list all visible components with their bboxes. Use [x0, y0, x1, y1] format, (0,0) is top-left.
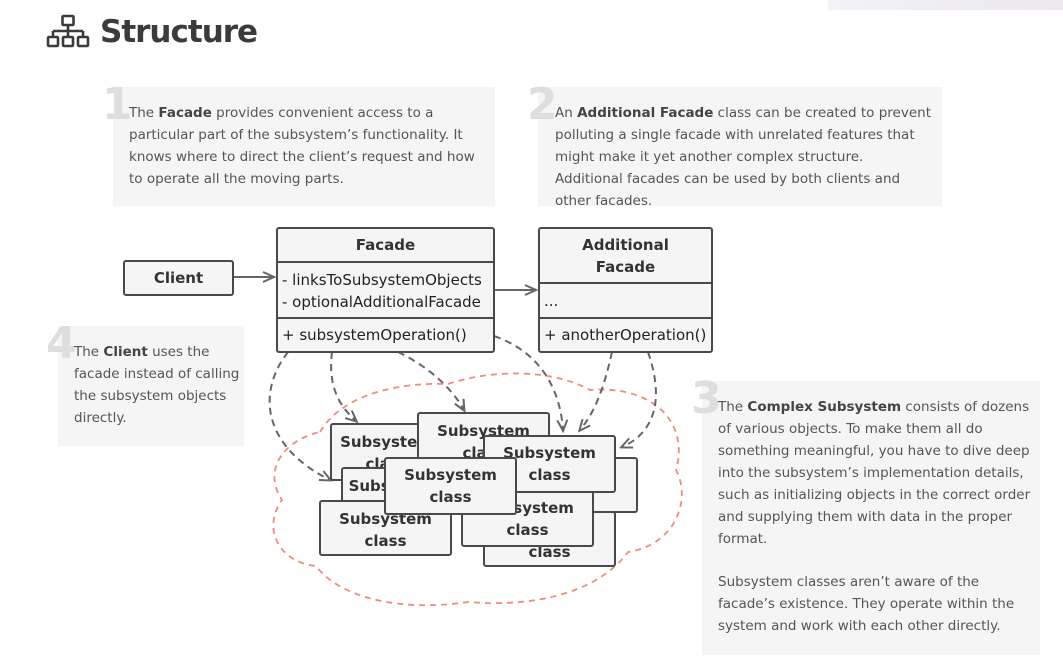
facade-box: Facade - linksToSubsystemObjects - optio…	[276, 227, 495, 353]
note-complex-subsystem: 3 The Complex Subsystem consists of doze…	[691, 377, 1040, 655]
structure-icon	[46, 14, 90, 48]
subsystem-class-box: Subsystem class	[483, 435, 616, 493]
additional-facade-field: ...	[544, 292, 558, 310]
note-second-paragraph: Subsystem classes aren’t aware of the fa…	[718, 574, 1015, 634]
svg-text:Subsystem: Subsystem	[340, 433, 433, 451]
svg-text:class: class	[528, 466, 570, 484]
facade-title: Facade	[356, 236, 415, 254]
arrow-additional-to-subsystem-2	[622, 351, 657, 447]
note-client: 4 The Client uses the facade instead of …	[46, 322, 244, 446]
section-heading: Structure	[46, 12, 258, 52]
facade-field-2: - optionalAdditionalFacade	[282, 293, 481, 311]
svg-text:class: class	[506, 521, 548, 539]
page-title: Structure	[100, 14, 258, 50]
svg-text:class: class	[429, 488, 471, 506]
arrow-additional-to-subsystem-1	[580, 351, 613, 430]
additional-facade-method: + anotherOperation()	[544, 326, 706, 344]
facade-field-1: - linksToSubsystemObjects	[282, 271, 482, 289]
note-number: 1	[102, 79, 133, 130]
additional-facade-title-line2: Facade	[596, 258, 655, 276]
svg-text:Subsystem: Subsystem	[404, 466, 497, 484]
note-number: 4	[46, 318, 77, 369]
svg-text:class: class	[364, 532, 406, 550]
client-title: Client	[154, 269, 203, 287]
note-number: 3	[691, 373, 722, 424]
note-text: An Additional Facade class can be create…	[555, 105, 932, 209]
note-text: The Complex Subsystem consists of dozens…	[718, 396, 1034, 637]
svg-text:Subsystem: Subsystem	[503, 444, 596, 462]
svg-text:class: class	[528, 543, 570, 561]
note-number: 2	[527, 79, 558, 130]
note-additional-facade: 2 An Additional Facade class can be crea…	[527, 83, 942, 209]
additional-facade-box: Additional Facade ... + anotherOperation…	[538, 227, 713, 353]
association-arrows	[233, 277, 535, 290]
additional-facade-title-line1: Additional	[582, 236, 669, 254]
note-facade: 1 The Facade provides convenient access …	[102, 83, 495, 206]
top-banner-strip	[828, 0, 1063, 10]
arrow-facade-to-subsystem-2	[330, 351, 356, 421]
note-text: The Client uses the facade instead of ca…	[74, 344, 240, 426]
dependency-arrows	[268, 335, 657, 480]
arrow-facade-to-subsystem-1	[268, 351, 330, 480]
note-text: The Facade provides convenient access to…	[129, 105, 475, 187]
facade-method-1: + subsystemOperation()	[282, 326, 467, 344]
arrow-facade-to-subsystem-4	[493, 335, 563, 430]
client-box: Client	[123, 260, 234, 296]
subsystem-class-box: Subsystem class	[384, 457, 517, 515]
